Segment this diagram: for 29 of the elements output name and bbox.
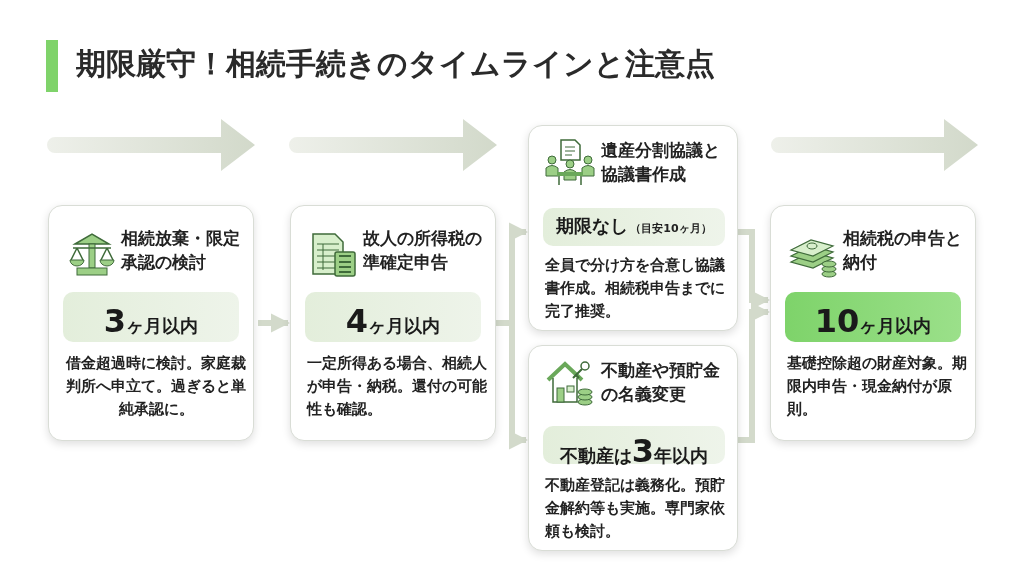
step-title: 相続放棄・限定承認の検討 — [121, 227, 241, 274]
deadline-badge — [543, 208, 725, 246]
deadline-text: 3ヶ月以内 — [103, 302, 199, 340]
step-description: 基礎控除超の財産対象。期限内申告・現金納付が原則。 — [787, 353, 968, 420]
deadline-text: 期限なし — [556, 214, 629, 238]
step-description: 全員で分け方を合意し協議書作成。相続税申告までに完了推奨。 — [545, 255, 726, 322]
deadline-text: 不動産は3年以内 — [559, 432, 709, 470]
step-title: 不動産や預貯金の名義変更 — [601, 359, 721, 406]
step-card — [528, 125, 738, 331]
step-description: 不動産登記は義務化。預貯金解約等も実施。専門家依頼も検討。 — [545, 475, 726, 542]
step-description: 一定所得ある場合、相続人が申告・納税。還付の可能性も確認。 — [307, 353, 488, 420]
title: 期限厳守！相続手続きのタイムラインと注意点 — [76, 45, 715, 83]
step-title: 遺産分割協議と協議書作成 — [601, 139, 721, 186]
connector-arrow — [496, 320, 528, 450]
deadline-badge — [305, 292, 481, 342]
step-card — [290, 205, 496, 441]
deadline-badge — [543, 426, 725, 464]
deadline-badge — [785, 292, 961, 342]
step-card — [48, 205, 254, 441]
connector-arrow — [258, 313, 290, 333]
step-title: 故人の所得税の準確定申告 — [363, 227, 483, 274]
deadline-badge — [63, 292, 239, 342]
step-title: 相続税の申告と納付 — [843, 227, 963, 274]
step-card — [770, 205, 976, 441]
deadline-text: 10ヶ月以内 — [814, 302, 932, 340]
step-description: 借金超過時に検討。家庭裁判所へ申立て。過ぎると単純承認に。 — [65, 353, 247, 420]
deadline-text: 4ヶ月以内 — [345, 302, 441, 340]
deadline-note: （目安10ヶ月） — [630, 221, 712, 236]
step-card — [528, 345, 738, 551]
